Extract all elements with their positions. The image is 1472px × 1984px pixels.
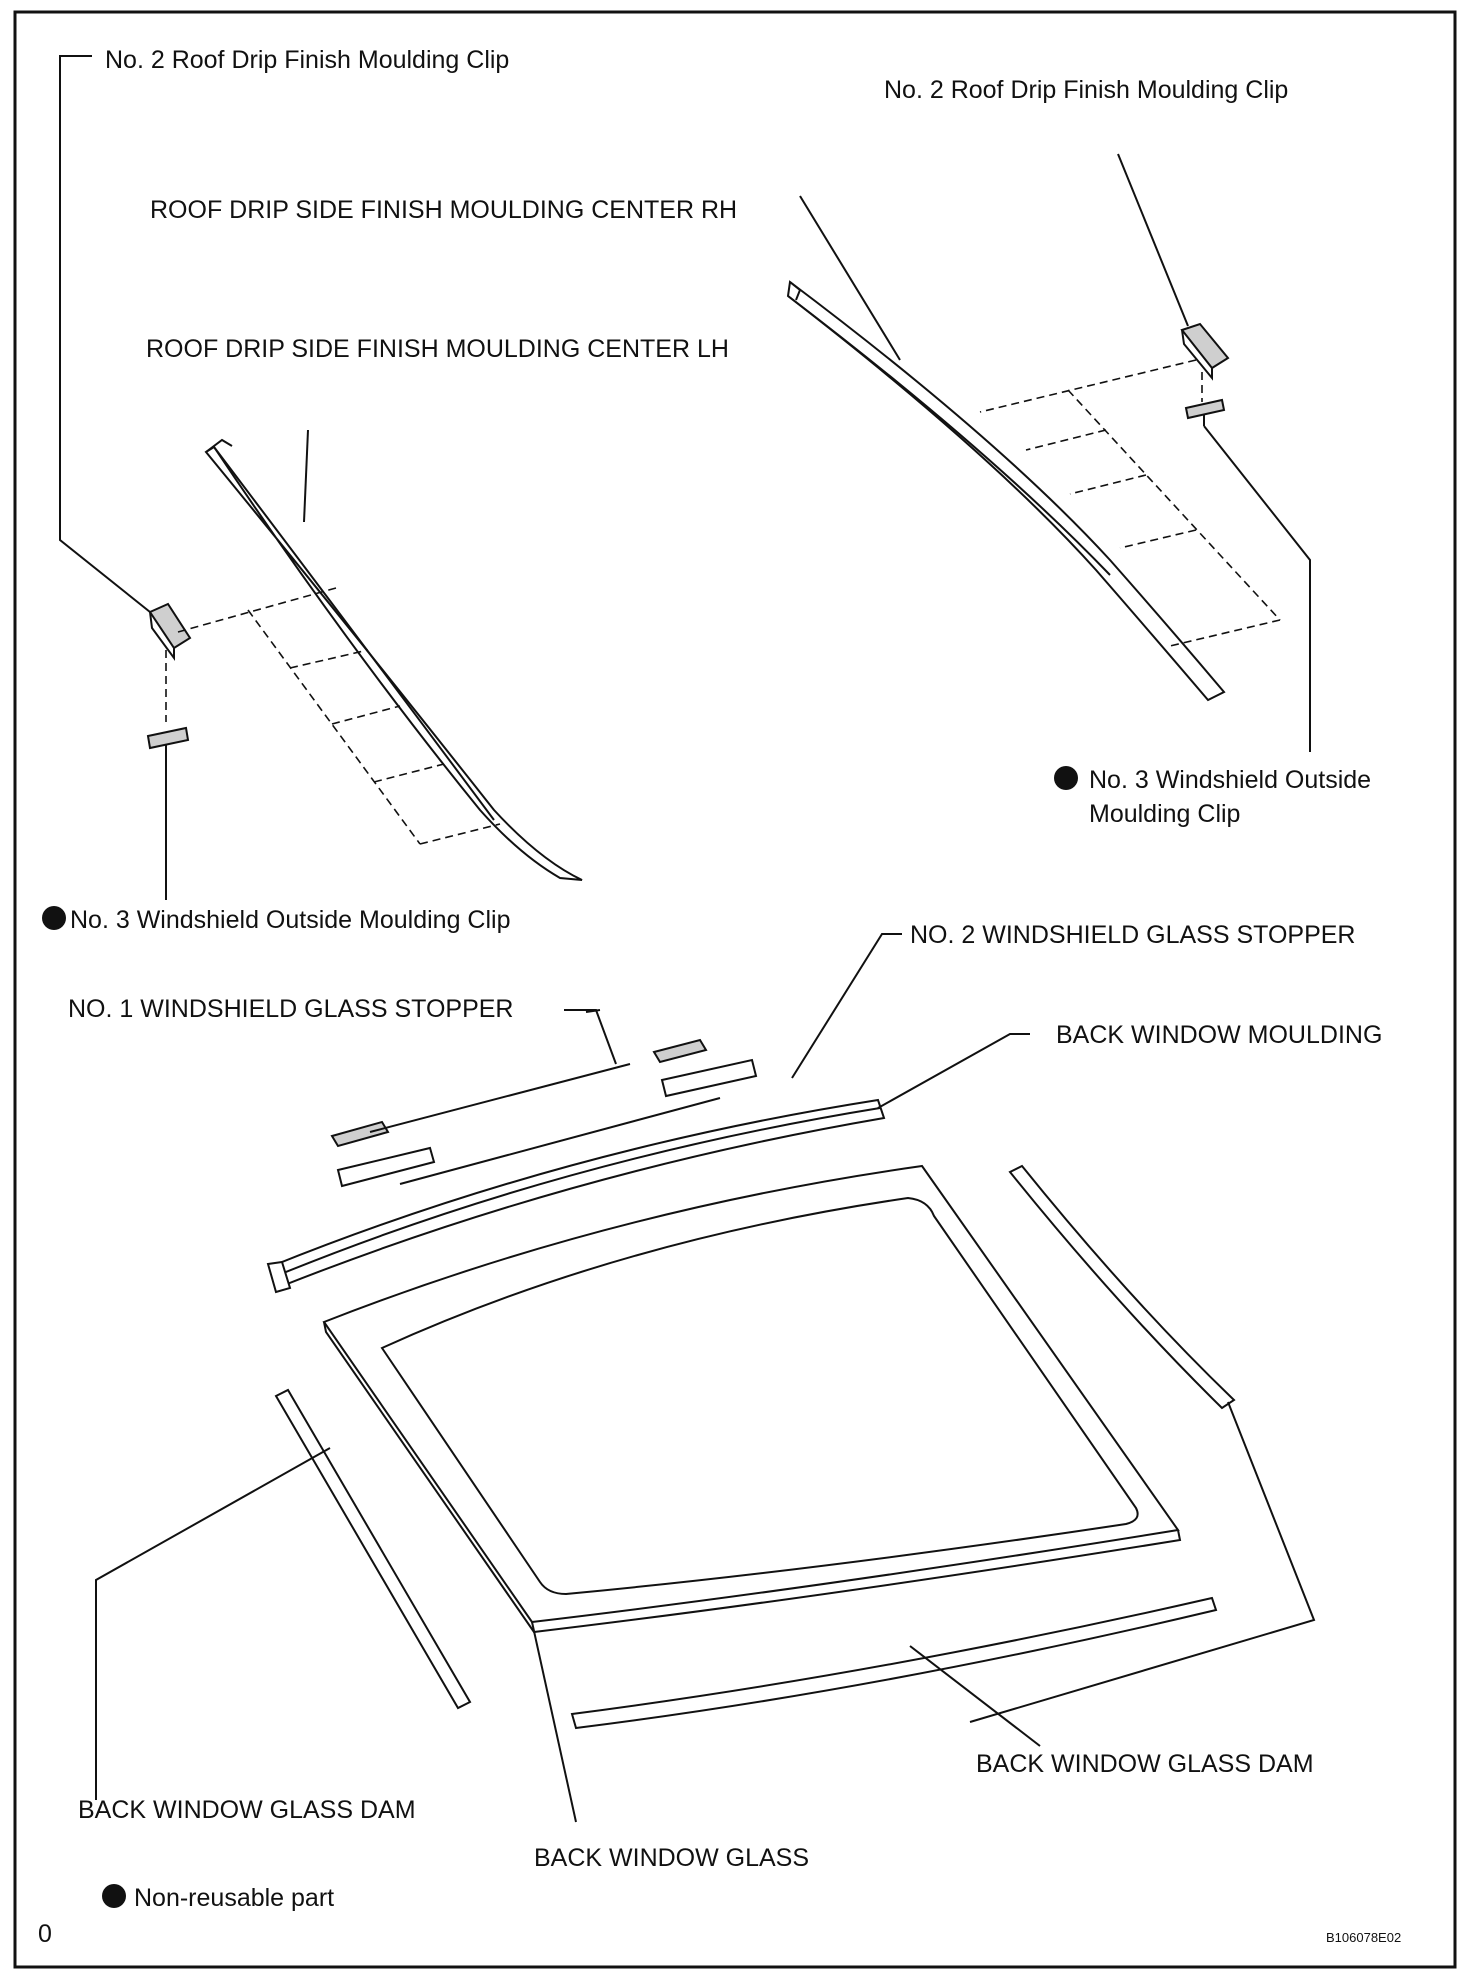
label-clip2-rh: No. 2 Roof Drip Finish Moulding Clip <box>884 76 1288 104</box>
back-window-glass <box>322 1164 1182 1634</box>
roof-drip-moulding-lh <box>204 438 583 881</box>
windshield-clip-no3-lh <box>146 726 190 756</box>
leader-dam-right <box>969 1401 1316 1723</box>
leader-clip2-lh <box>59 55 151 613</box>
leader-moulding-lh <box>303 429 309 523</box>
non-reusable-mark-lh <box>42 906 66 930</box>
windshield-stopper-no1 <box>330 1038 708 1148</box>
roof-drip-moulding-rh <box>786 280 1226 702</box>
label-stopper2: NO. 2 WINDSHIELD GLASS STOPPER <box>910 921 1355 949</box>
label-back-window-moulding: BACK WINDOW MOULDING <box>1056 1021 1382 1049</box>
glass-dam-bottom <box>570 1596 1218 1730</box>
leader-clip3-rh <box>1203 425 1311 752</box>
leader-clip2-rh <box>1117 153 1189 327</box>
leader-stopper2 <box>791 933 902 1079</box>
label-clip3-rh-line1: No. 3 Windshield Outside <box>1089 766 1371 794</box>
back-window-moulding <box>266 1098 886 1294</box>
leader-moulding-rh <box>799 195 901 361</box>
leader-back-window-moulding <box>877 1033 1030 1109</box>
leader-stopper1 <box>564 1009 617 1065</box>
dash-grid-lh <box>247 609 421 845</box>
dash-clip-lh <box>177 587 337 633</box>
dash-clip-rh <box>979 359 1197 413</box>
leader-dam-left <box>95 1447 331 1800</box>
roof-drip-clip-lh <box>148 602 192 662</box>
windshield-clip-no3-rh <box>1184 398 1226 426</box>
legend-dot <box>102 1884 126 1908</box>
figure-code: B106078E02 <box>1326 1930 1401 1945</box>
glass-dam-right-side <box>1008 1164 1236 1410</box>
non-reusable-mark-rh <box>1054 766 1078 790</box>
leader-dam-bottom <box>909 1645 1041 1747</box>
windshield-stopper-no2 <box>336 1058 758 1188</box>
corner-mark: 0 <box>38 1920 52 1948</box>
glass-dam-left-side <box>274 1388 472 1710</box>
label-dam-left: BACK WINDOW GLASS DAM <box>78 1796 416 1824</box>
label-clip2-lh: No. 2 Roof Drip Finish Moulding Clip <box>105 46 509 74</box>
diagram-frame <box>13 10 1457 1969</box>
label-moulding-rh: ROOF DRIP SIDE FINISH MOULDING CENTER RH <box>150 196 737 224</box>
leader-back-window-glass <box>531 1621 577 1823</box>
roof-drip-clip-rh <box>1180 322 1230 381</box>
label-moulding-lh: ROOF DRIP SIDE FINISH MOULDING CENTER LH <box>146 335 729 363</box>
label-clip3-rh-line2: Moulding Clip <box>1089 800 1240 828</box>
label-back-window-glass: BACK WINDOW GLASS <box>534 1844 809 1872</box>
label-clip3-lh: No. 3 Windshield Outside Moulding Clip <box>70 906 511 934</box>
dash-grid-rh <box>1067 389 1281 621</box>
label-stopper1: NO. 1 WINDSHIELD GLASS STOPPER <box>68 995 513 1023</box>
legend-non-reusable: Non-reusable part <box>134 1884 334 1912</box>
label-dam-right: BACK WINDOW GLASS DAM <box>976 1750 1314 1778</box>
